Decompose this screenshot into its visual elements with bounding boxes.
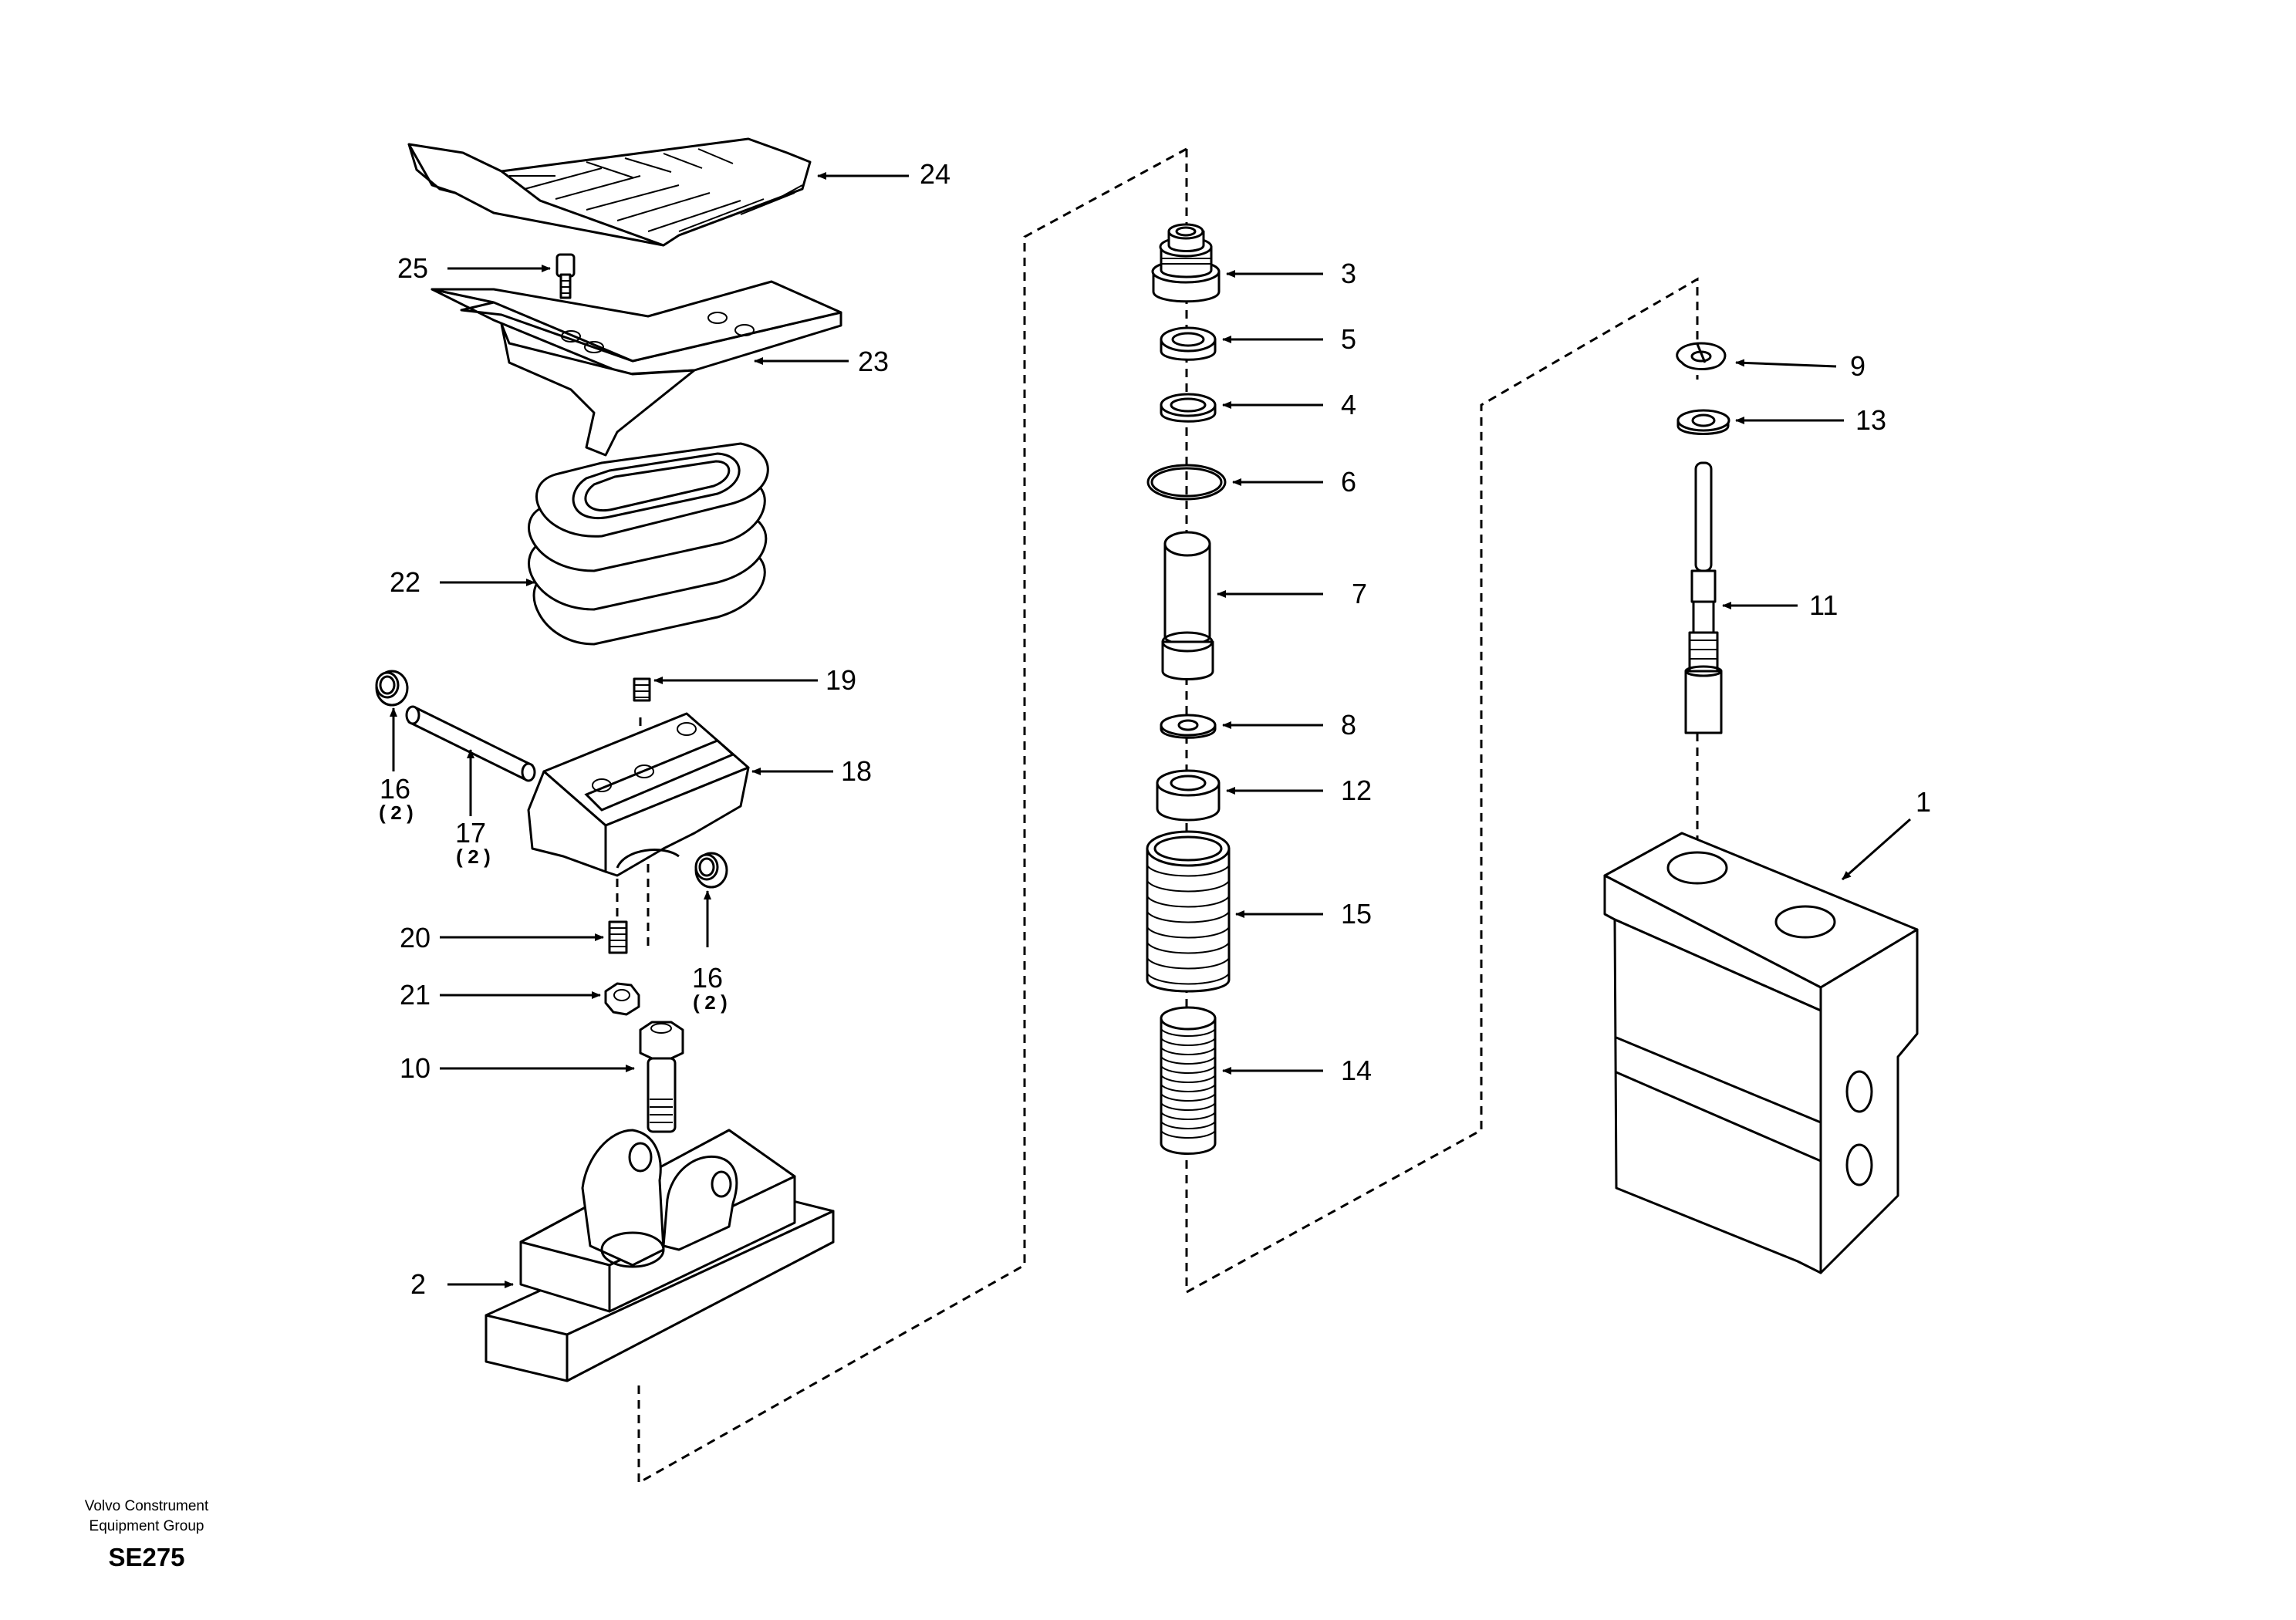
callout-3: 3 bbox=[1341, 258, 1357, 289]
part-15-outer-spring bbox=[1146, 830, 1231, 993]
footer-company-line-2: Equipment Group bbox=[89, 1518, 204, 1534]
part-2-base-bracket bbox=[485, 1129, 835, 1382]
part-16-bushing-lower bbox=[694, 852, 728, 889]
callout-19: 19 bbox=[826, 664, 857, 696]
callout-16-upper: 16 bbox=[380, 773, 411, 805]
callout-23: 23 bbox=[858, 346, 890, 377]
callout-17: 17 bbox=[455, 817, 487, 849]
callout-10: 10 bbox=[400, 1052, 431, 1084]
callout-18: 18 bbox=[841, 755, 873, 787]
callout-11: 11 bbox=[1809, 589, 1838, 621]
part-23-pedal-bracket bbox=[430, 280, 842, 457]
part-14-inner-spring bbox=[1160, 1006, 1217, 1155]
callout-22: 22 bbox=[390, 566, 421, 598]
part-25-bolt bbox=[555, 253, 576, 299]
callout-4: 4 bbox=[1341, 389, 1357, 420]
callout-24: 24 bbox=[920, 158, 951, 190]
part-16-bushing-upper bbox=[375, 670, 409, 707]
callout-5: 5 bbox=[1341, 323, 1357, 355]
part-20-adjusting-screw bbox=[608, 920, 628, 954]
part-13-washer bbox=[1676, 409, 1730, 435]
callout-7: 7 bbox=[1352, 578, 1368, 609]
quantity-16-upper: (2) bbox=[376, 802, 417, 825]
part-21-nut bbox=[604, 982, 640, 1016]
part-10-bolt bbox=[639, 1021, 684, 1133]
callout-13: 13 bbox=[1855, 404, 1887, 436]
quantity-17: (2) bbox=[454, 846, 495, 869]
callout-20: 20 bbox=[400, 922, 431, 953]
part-17-pin bbox=[405, 705, 536, 782]
leader-arrows bbox=[390, 172, 1911, 1288]
part-3-plug bbox=[1151, 223, 1221, 303]
callout-9: 9 bbox=[1850, 350, 1866, 382]
callout-2: 2 bbox=[410, 1268, 427, 1300]
part-19-set-screw bbox=[633, 677, 651, 702]
drawing-code: SE275 bbox=[108, 1543, 185, 1571]
callout-6: 6 bbox=[1341, 466, 1357, 498]
callout-8: 8 bbox=[1341, 709, 1357, 741]
callout-12: 12 bbox=[1341, 775, 1373, 806]
part-11-push-rod bbox=[1684, 461, 1723, 734]
part-18-support-block bbox=[527, 712, 750, 877]
part-4-washer bbox=[1160, 393, 1217, 423]
callout-15: 15 bbox=[1341, 898, 1373, 930]
callout-25: 25 bbox=[397, 252, 429, 284]
part-24-pedal-pad bbox=[407, 137, 812, 247]
callout-1: 1 bbox=[1916, 786, 1932, 818]
part-6-o-ring bbox=[1146, 464, 1227, 501]
part-22-rubber-boot bbox=[528, 442, 769, 646]
callout-16-lower: 16 bbox=[692, 962, 724, 994]
part-9-snap-ring bbox=[1676, 342, 1727, 370]
part-1-valve-body bbox=[1603, 832, 1919, 1274]
part-7-plunger bbox=[1161, 531, 1214, 680]
quantity-16-lower: (2) bbox=[690, 992, 731, 1015]
part-8-washer bbox=[1160, 714, 1217, 739]
part-5-seal bbox=[1160, 326, 1217, 361]
part-12-spring-seat bbox=[1156, 769, 1221, 822]
callout-14: 14 bbox=[1341, 1055, 1373, 1086]
footer-company-line-1: Volvo Construment bbox=[84, 1498, 209, 1514]
callout-21: 21 bbox=[400, 979, 431, 1011]
